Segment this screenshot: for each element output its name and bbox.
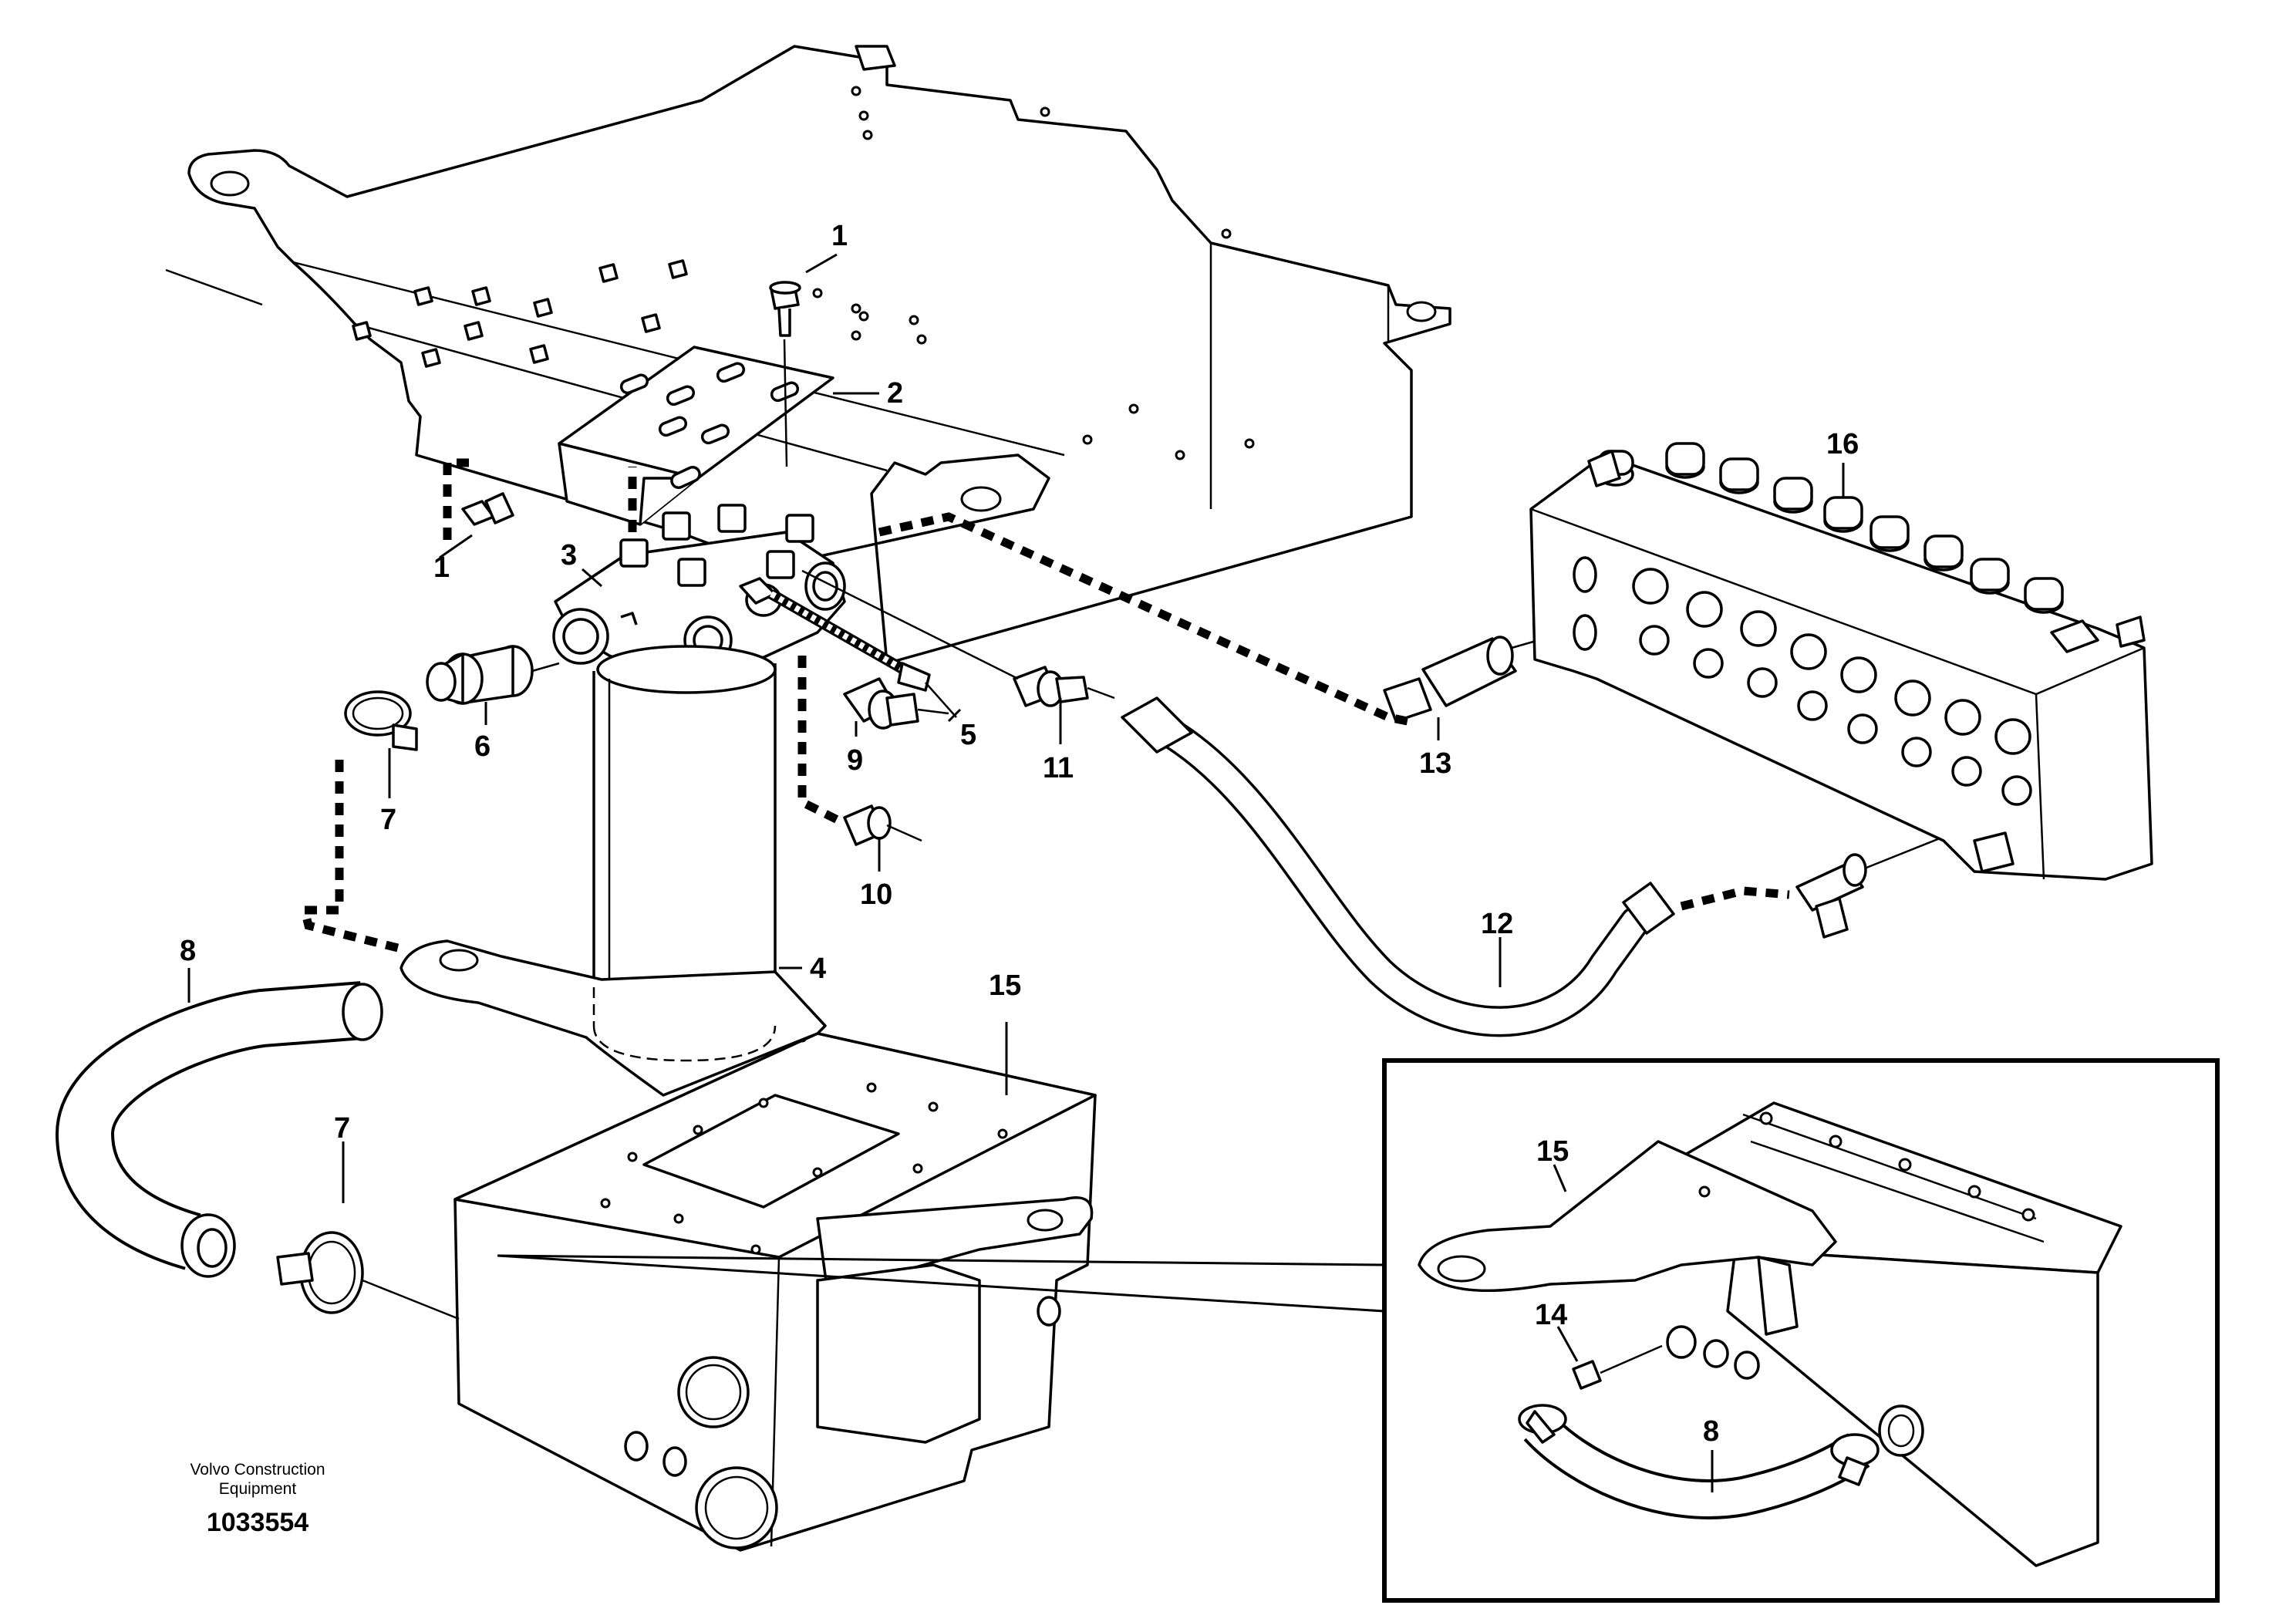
hose-clamp-bottom <box>276 1231 460 1320</box>
callout-6: 6 <box>474 730 491 763</box>
bolt-top <box>769 281 801 467</box>
hose-clamp-top <box>344 690 418 751</box>
callout-8-left: 8 <box>180 935 196 967</box>
plug-10 <box>843 804 922 846</box>
leader-lines <box>187 253 1845 1203</box>
return-hose-8 <box>55 981 383 1278</box>
sensor-cable <box>739 577 957 718</box>
callout-2: 2 <box>887 377 903 410</box>
callout-7-top: 7 <box>380 804 396 836</box>
callout-15-inset: 15 <box>1536 1135 1569 1168</box>
callout-9: 9 <box>847 744 863 777</box>
callout-4: 4 <box>810 953 826 985</box>
fitting-13 <box>1383 636 1539 723</box>
callout-1-top: 1 <box>831 220 848 252</box>
callout-labels: 1 1 2 3 4 5 6 7 7 8 8 9 10 11 12 13 14 1… <box>180 220 1859 1448</box>
bolt-left <box>461 492 514 526</box>
hose-12 <box>1121 696 1675 1037</box>
oil-tank <box>453 1032 1097 1552</box>
filter-bracket <box>400 939 827 1097</box>
drawing-footer: Volvo Construction Equipment 1033554 <box>190 1461 325 1537</box>
callout-5: 5 <box>960 719 976 751</box>
fitting-9 <box>843 677 949 730</box>
detail-inset <box>497 1058 2220 1603</box>
valve-ports <box>1632 568 2032 806</box>
callout-14: 14 <box>1535 1299 1567 1331</box>
callout-13: 13 <box>1419 747 1451 780</box>
callout-12: 12 <box>1481 908 1513 940</box>
callout-11: 11 <box>1043 752 1074 784</box>
brand-line-1: Volvo Construction <box>190 1461 325 1479</box>
control-valve <box>1529 442 2153 881</box>
callout-8-inset: 8 <box>1703 1415 1719 1448</box>
fitting-6 <box>426 645 560 705</box>
frame-holes <box>812 86 1255 460</box>
tee-fitting <box>1795 828 1964 939</box>
callout-16: 16 <box>1826 428 1859 460</box>
fitting-11 <box>801 569 1115 707</box>
callout-15-main: 15 <box>989 969 1021 1002</box>
callout-10: 10 <box>860 878 892 911</box>
callout-1-left: 1 <box>433 551 450 584</box>
brand-line-2: Equipment <box>219 1480 297 1498</box>
mounting-frame <box>165 45 1451 665</box>
callout-7-bottom: 7 <box>334 1112 350 1145</box>
drawing-number: 1033554 <box>207 1508 308 1537</box>
frame-square-nuts <box>352 259 688 368</box>
connection-lines <box>298 458 1790 953</box>
callout-3: 3 <box>561 539 577 572</box>
